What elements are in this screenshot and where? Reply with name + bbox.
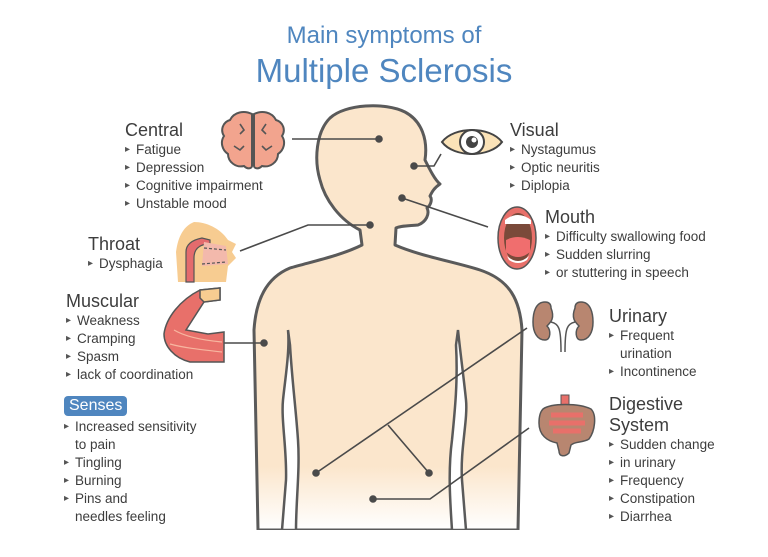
group-digestive: Digestive System Sudden change in urinar… [609,394,715,526]
symptom-item: Difficulty swallowing food [545,228,706,246]
group-digestive-title-line2: System [609,415,670,435]
group-central-title: Central [125,120,184,140]
symptom-item: Constipation [609,490,715,508]
symptom-item: Dysphagia [88,255,163,273]
symptom-item: Pins and [64,490,197,508]
title-subheading: Main symptoms of [286,22,482,49]
symptom-item: Incontinence [609,363,697,381]
symptom-item: in urinary [609,454,715,472]
symptom-item: Burning [64,472,197,490]
symptom-item: Diplopia [510,177,600,195]
intestine-icon [538,394,596,457]
group-urinary: Urinary Frequent urination Incontinence [609,306,697,381]
group-senses: Senses Increased sensitivity to pain Tin… [64,396,197,526]
group-central: Central Fatigue Depression Cognitive imp… [125,120,263,213]
group-visual: Visual Nystagumus Optic neuritis Diplopi… [510,120,600,195]
group-digestive-title-line1: Digestive [609,394,684,414]
symptom-item: lack of coordination [66,366,193,384]
group-mouth: Mouth Difficulty swallowing food Sudden … [545,207,706,282]
group-throat-title: Throat [88,234,141,254]
symptom-item: Depression [125,159,263,177]
symptom-item: Cramping [66,330,193,348]
group-muscular: Muscular Weakness Cramping Spasm lack of… [66,291,193,384]
group-muscular-title: Muscular [66,291,140,311]
symptom-item: Fatigue [125,141,263,159]
group-visual-title: Visual [510,120,559,140]
symptom-item: Sudden change [609,436,715,454]
senses-badge: Senses [64,396,128,416]
mouth-icon [497,206,537,270]
symptom-item: Frequent [609,327,697,345]
symptom-item: Nystagumus [510,141,600,159]
symptom-item: Frequency [609,472,715,490]
pointer-lines [223,135,530,503]
group-urinary-title: Urinary [609,306,668,326]
symptom-item: Increased sensitivity [64,418,197,436]
group-mouth-title: Mouth [545,207,596,227]
symptom-item: Sudden slurring [545,246,706,264]
symptom-item: Weakness [66,312,193,330]
symptom-item-continuation: urination [620,346,672,361]
symptom-item: Unstable mood [125,195,263,213]
human-silhouette [240,104,540,557]
symptom-item: Spasm [66,348,193,366]
group-throat: Throat Dysphagia [88,234,163,273]
throat-icon [176,222,236,283]
symptom-item: Cognitive impairment [125,177,263,195]
symptom-item: or stuttering in speech [545,264,706,282]
symptom-item-continuation: to pain [75,437,116,452]
title-heading: Multiple Sclerosis [255,52,513,89]
symptom-item: Optic neuritis [510,159,600,177]
eye-icon [440,129,504,155]
kidney-icon [532,301,594,353]
symptom-item: Diarrhea [609,508,715,526]
symptom-item-continuation: needles feeling [75,509,166,524]
symptom-item: Tingling [64,454,197,472]
